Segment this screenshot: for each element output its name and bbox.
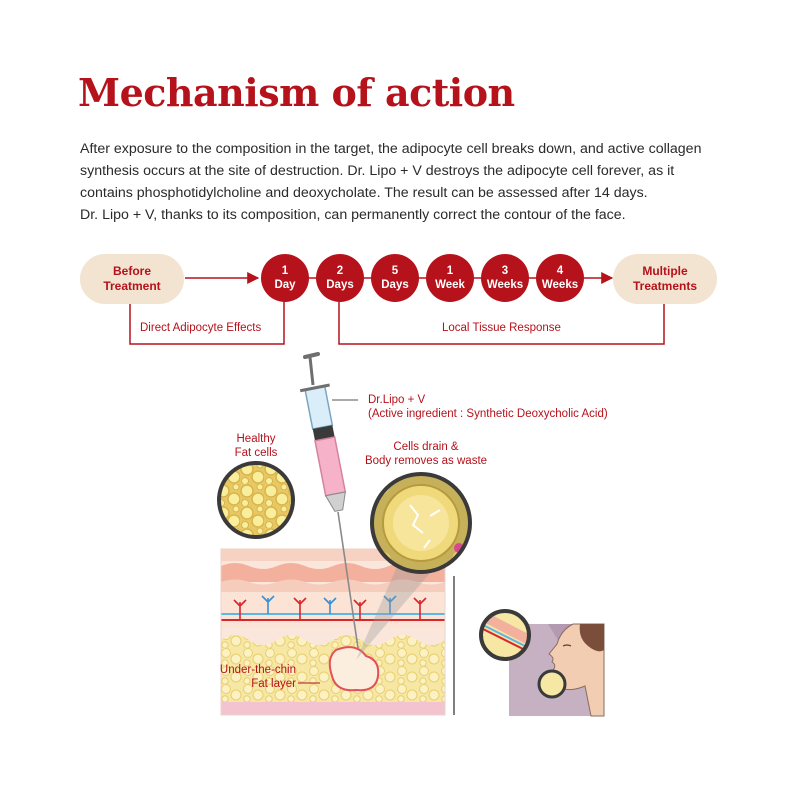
healthy-label-line: Healthy (236, 433, 276, 445)
bracket-label-local: Local Tissue Response (442, 322, 561, 334)
timeline-start-label: Treatment (103, 279, 161, 293)
fat-label-line: Under-the-chin (219, 664, 296, 676)
product-ingredient: (Active ingredient : Synthetic Deoxychol… (368, 408, 608, 420)
fat-label-line: Fat layer (251, 678, 296, 690)
timeline-end-pill: Multiple Treatments (613, 254, 717, 304)
timeline-step: 1 Day (261, 254, 309, 302)
step-unit: Day (274, 279, 296, 291)
timeline-connectors (129, 272, 665, 345)
step-unit: Weeks (541, 279, 579, 291)
timeline-step: 3 Weeks (481, 254, 529, 302)
syringe-icon (299, 352, 359, 649)
step-number: 2 (336, 265, 344, 277)
step-number: 1 (281, 265, 289, 277)
step-unit: Days (381, 279, 409, 291)
intro-paragraph: After exposure to the composition in the… (80, 138, 730, 226)
step-unit: Week (435, 279, 465, 291)
drain-label: Cells drain & Body removes as waste (356, 440, 496, 468)
step-number: 1 (446, 265, 454, 277)
timeline-start-label: Before (112, 264, 151, 278)
intro-line: Dr. Lipo + V, thanks to its composition,… (80, 207, 626, 223)
skin-cross-section (221, 549, 445, 715)
intro-line: After exposure to the composition in the… (80, 141, 702, 157)
step-unit: Days (326, 279, 354, 291)
healthy-label-line: Fat cells (234, 447, 278, 459)
zoom-circle (479, 609, 531, 661)
timeline-step: 5 Days (371, 254, 419, 302)
face-illustration (509, 623, 605, 717)
timeline-end-label: Multiple (642, 264, 688, 278)
timeline-end-label: Treatments (632, 279, 698, 293)
step-number: 4 (556, 265, 564, 277)
timeline-step: 2 Days (316, 254, 364, 302)
product-annotation: Dr.Lipo + V (Active ingredient : Synthet… (368, 393, 608, 421)
fat-layer-label: Under-the-chin Fat layer (186, 663, 296, 691)
timeline-start-pill: Before Treatment (80, 254, 184, 304)
bracket-label-direct: Direct Adipocyte Effects (140, 322, 262, 334)
drain-label-line: Body removes as waste (364, 455, 488, 467)
intro-line: synthesis occurs at the site of destruct… (80, 163, 675, 179)
timeline-step: 1 Week (426, 254, 474, 302)
intro-line: contains phosphotidylcholine and deoxych… (80, 185, 648, 201)
step-unit: Weeks (486, 279, 524, 291)
cells-drain-circle (370, 472, 472, 574)
skin-border (220, 548, 446, 716)
drain-label-line: Cells drain & (393, 441, 459, 453)
page-title: Mechanism of action (78, 70, 515, 115)
step-number: 3 (501, 265, 509, 277)
step-number: 5 (391, 265, 399, 277)
product-name: Dr.Lipo + V (368, 394, 426, 406)
timeline-step: 4 Weeks (536, 254, 584, 302)
healthy-fat-cells-circle (217, 461, 295, 539)
healthy-cells-label: Healthy Fat cells (226, 432, 286, 460)
